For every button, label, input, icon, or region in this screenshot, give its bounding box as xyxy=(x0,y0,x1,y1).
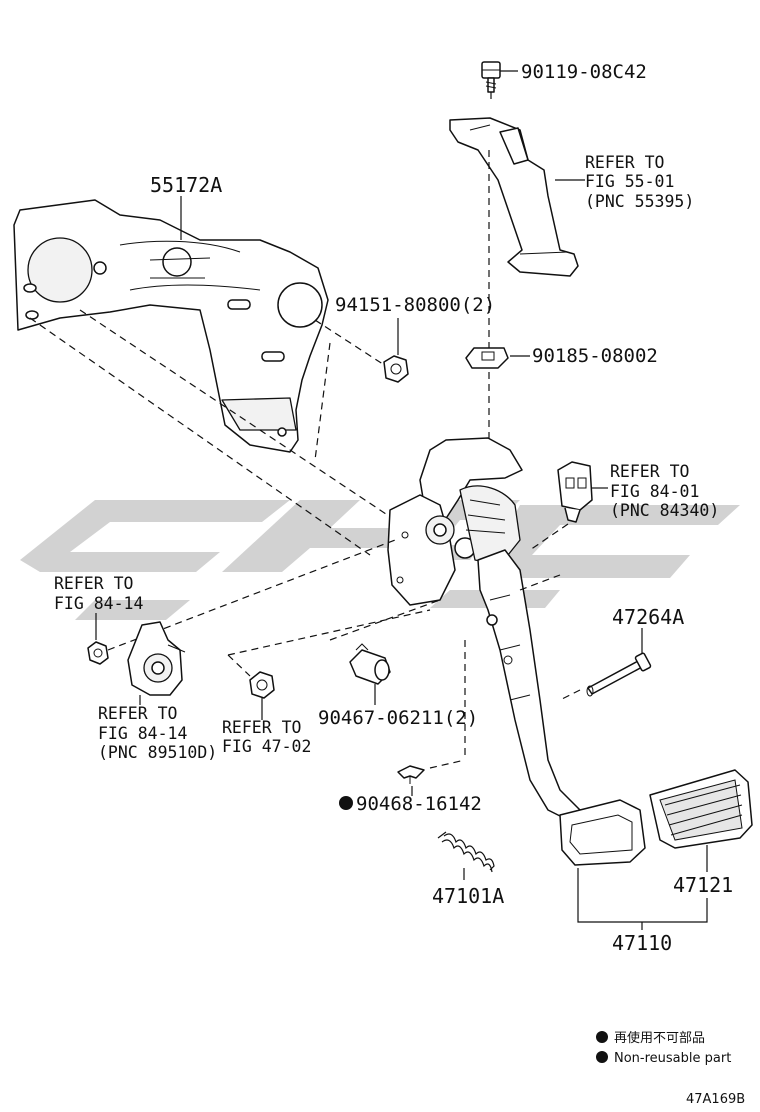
dash-nut-47-02a xyxy=(227,654,251,677)
label-90185: 90185-08002 xyxy=(532,345,658,367)
svg-text:FIG 84-01: FIG 84-01 xyxy=(610,482,699,501)
clip-90468[interactable] xyxy=(397,765,425,784)
dash-bracket-diag2 xyxy=(79,309,411,531)
svg-text:(PNC 55395): (PNC 55395) xyxy=(585,192,694,211)
pedal-pad-47121[interactable] xyxy=(649,769,753,849)
dash-bracket-diag1 xyxy=(29,317,371,556)
label-90468: 90468-16142 xyxy=(356,793,482,815)
svg-text:REFER TO: REFER TO xyxy=(222,718,301,737)
pedal-plate[interactable] xyxy=(559,799,646,866)
clip-90185[interactable] xyxy=(465,347,509,369)
label-90119: 90119-08C42 xyxy=(521,61,647,83)
legend-dot-2 xyxy=(596,1051,608,1063)
dash-switch xyxy=(529,523,569,551)
legend-line-2: Non-reusable part xyxy=(614,1051,731,1066)
nut-84-14 xyxy=(87,641,109,665)
label-refer-84-01[interactable]: REFER TO FIG 84-01 (PNC 84340) xyxy=(610,462,719,520)
dash-bracket-nut xyxy=(314,319,393,371)
svg-text:REFER TO: REFER TO xyxy=(610,462,689,481)
support-bracket-55395 xyxy=(449,117,579,277)
pedal-stroke-sensor xyxy=(127,621,186,696)
figure-code: 47A169B xyxy=(686,1092,745,1107)
svg-text:FIG 55-01: FIG 55-01 xyxy=(585,172,674,191)
legend-dot-1 xyxy=(596,1031,608,1043)
svg-text:FIG 47-02: FIG 47-02 xyxy=(222,737,311,756)
label-90467: 90467-06211(2) xyxy=(318,707,478,729)
dash-bracket-side xyxy=(314,342,331,461)
label-47264a: 47264A xyxy=(612,605,684,629)
svg-text:REFER TO: REFER TO xyxy=(54,574,133,593)
label-refer-55-01[interactable]: REFER TO FIG 55-01 (PNC 55395) xyxy=(585,153,694,211)
dash-bushing xyxy=(329,599,441,641)
label-47110: 47110 xyxy=(612,931,672,955)
pin-47264a[interactable] xyxy=(586,652,652,697)
stop-light-switch xyxy=(557,461,593,523)
svg-text:REFER TO: REFER TO xyxy=(585,153,664,172)
return-spring-47101a[interactable] xyxy=(437,831,495,873)
non-reusable-mark xyxy=(339,796,353,810)
svg-text:REFER TO: REFER TO xyxy=(98,704,177,723)
label-refer-47-02[interactable]: REFER TO FIG 47-02 xyxy=(222,718,311,756)
pedal-support-bracket xyxy=(387,437,523,606)
legend: 再使用不可部品 Non-reusable part xyxy=(596,1030,731,1066)
dash-nut-47-02b xyxy=(227,609,431,656)
label-refer-84-14-a[interactable]: REFER TO FIG 84-14 xyxy=(54,574,143,613)
label-47121: 47121 xyxy=(673,873,733,897)
svg-text:FIG 84-14: FIG 84-14 xyxy=(54,594,143,613)
label-47101a: 47101A xyxy=(432,884,504,908)
nut-94151[interactable] xyxy=(383,355,409,383)
nut-47-02 xyxy=(249,671,275,699)
svg-text:(PNC 89510D): (PNC 89510D) xyxy=(98,743,217,762)
legend-line-1: 再使用不可部品 xyxy=(614,1030,705,1046)
dash-clip2 xyxy=(429,759,466,769)
label-55172a: 55172A xyxy=(150,173,222,197)
dash-pin xyxy=(559,689,581,701)
bushing-90467[interactable] xyxy=(349,643,391,685)
svg-text:(PNC 84340): (PNC 84340) xyxy=(610,501,719,520)
bolt-90119[interactable] xyxy=(481,61,518,102)
svg-text:FIG 84-14: FIG 84-14 xyxy=(98,724,187,743)
label-refer-84-14-b[interactable]: REFER TO FIG 84-14 (PNC 89510D) xyxy=(98,704,217,762)
bracket-55172a[interactable] xyxy=(13,199,329,453)
label-94151: 94151-80800(2) xyxy=(335,294,495,316)
